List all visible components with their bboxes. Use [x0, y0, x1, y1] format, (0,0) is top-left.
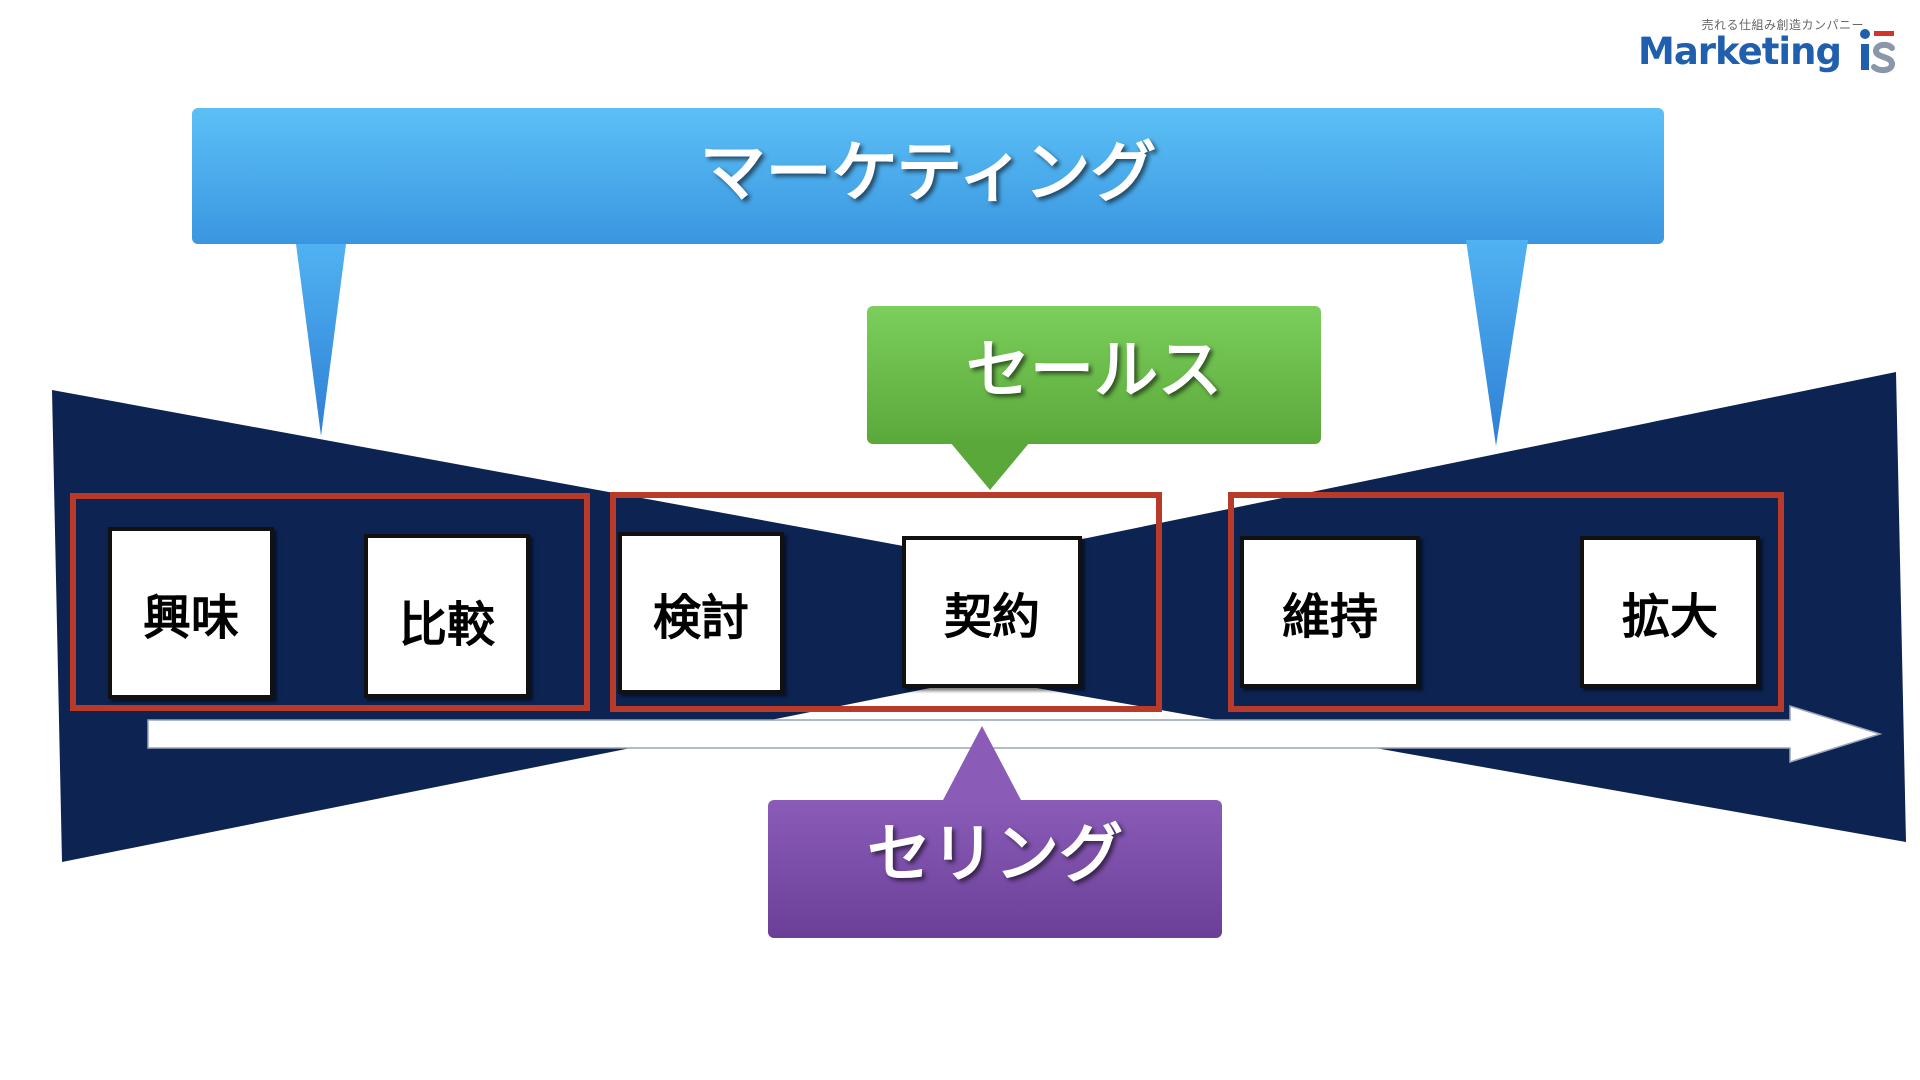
logo-tagline: 売れる仕組み創造カンパニー [1701, 18, 1864, 32]
stage-box-contract: 契約 [902, 536, 1082, 688]
marketing-callout-pointer-right [1466, 240, 1528, 446]
stage-box-interest: 興味 [108, 527, 274, 699]
sales-callout-box [867, 306, 1321, 444]
selling-callout-pointer [942, 726, 1022, 802]
sales-callout-pointer [950, 442, 1030, 490]
stage-box-expansion: 拡大 [1580, 536, 1760, 688]
group-frame-interest [70, 493, 590, 711]
timeline-arrow [147, 704, 1883, 764]
selling-label: セリング [867, 818, 1123, 892]
marketing-label: マーケティング [699, 134, 1157, 211]
selling-callout-box [768, 800, 1222, 938]
company-logo: 売れる仕組み創造カンパニー Marketing [1638, 16, 1898, 80]
marketing-callout-pointer-left [296, 244, 346, 436]
stage-box-comparison: 比較 [364, 534, 530, 698]
logo-is-mark-icon [1860, 29, 1896, 74]
stage-box-retention: 維持 [1240, 536, 1420, 688]
stage-box-consideration: 検討 [618, 532, 784, 694]
sales-label: セールス [966, 334, 1222, 408]
group-frame-retention [1228, 492, 1784, 712]
logo-wordmark: Marketing [1638, 30, 1842, 73]
group-frame-consideration [610, 492, 1162, 712]
marketing-callout-box [192, 108, 1664, 244]
